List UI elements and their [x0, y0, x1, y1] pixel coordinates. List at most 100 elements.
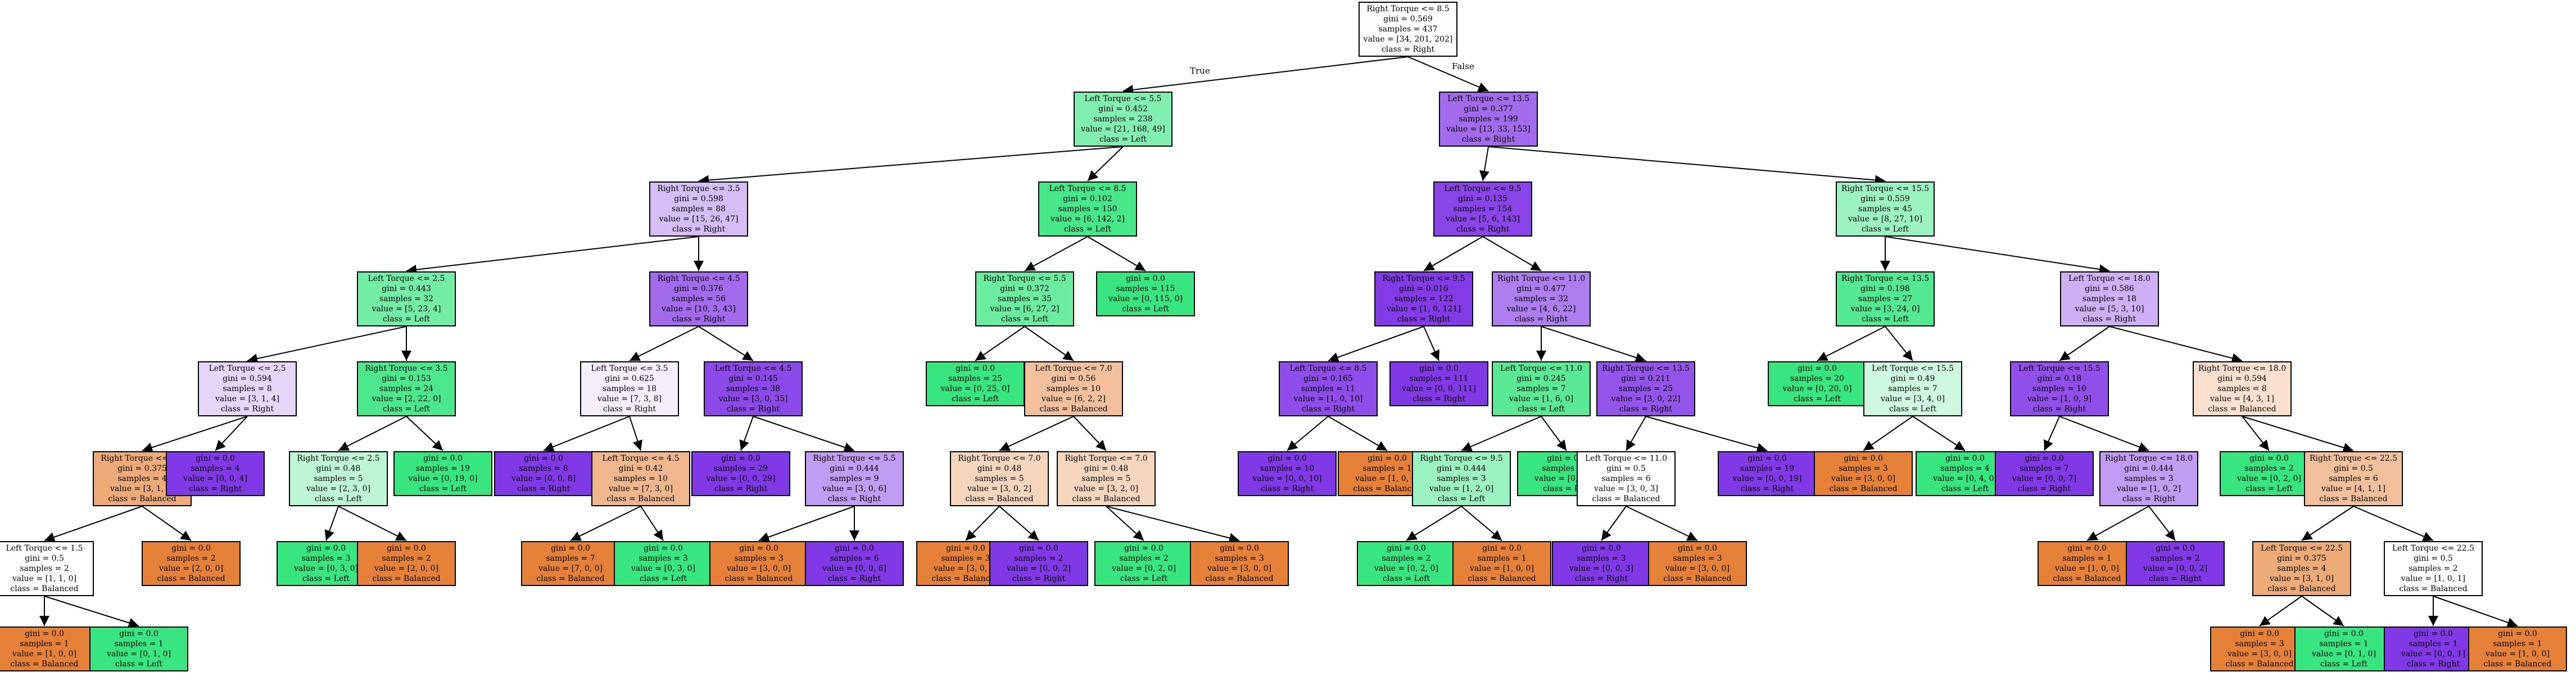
node-value-text: value = [0, 0, 10]: [1252, 474, 1322, 483]
node-value-text: value = [1, 0, 9]: [2027, 394, 2092, 403]
node-rule-text: Right Torque <= 13.5: [1841, 274, 1930, 283]
tree-edge: [999, 416, 1074, 451]
node-gini-text: gini = 0.0: [2324, 629, 2364, 638]
tree-edge: [2059, 326, 2110, 361]
node-samples-text: samples = 4: [117, 474, 167, 483]
node-samples-text: samples = 8: [223, 384, 272, 393]
tree-edge: [2148, 506, 2176, 541]
node-samples-text: samples = 27: [1858, 294, 1913, 303]
node-cls-text: class = Right: [2017, 484, 2071, 493]
node-value-text: value = [0, 3, 0]: [293, 564, 359, 573]
node-samples-text: samples = 1: [2319, 639, 2369, 648]
node-cls-text: class = Balanced: [2225, 660, 2294, 669]
node-samples-text: samples = 8: [519, 464, 568, 473]
node-cls-text: class = Right: [220, 405, 274, 414]
node-cls-text: class = Left: [639, 574, 687, 583]
node-rule-text: Right Torque <= 7.0: [1065, 454, 1148, 463]
node-rule-text: Left Torque <= 22.5: [2260, 544, 2343, 553]
node-samples-text: samples = 45: [1858, 205, 1913, 214]
node-samples-text: samples = 4: [191, 464, 240, 473]
node-rule-text: Right Torque <= 1.5: [101, 454, 184, 463]
node-samples-text: samples = 18: [2082, 294, 2137, 303]
node-gini-text: gini = 0.443: [382, 284, 431, 293]
edge-label-false: False: [1452, 61, 1474, 71]
node-cls-text: class = Left: [1793, 394, 1841, 403]
node-gini-text: gini = 0.0: [2156, 544, 2195, 553]
node-cls-text: class = Balanced: [931, 574, 1000, 583]
node-gini-text: gini = 0.0: [1798, 364, 1837, 373]
tree-edge: [1024, 326, 1074, 361]
node-cls-text: class = Left: [1000, 315, 1049, 324]
node-samples-text: samples = 35: [997, 294, 1052, 303]
node-value-text: value = [5, 3, 10]: [2075, 305, 2144, 314]
node-gini-text: gini = 0.0: [1419, 364, 1459, 373]
node-samples-text: samples = 3: [639, 554, 688, 563]
node-cls-text: class = Right: [1456, 225, 1510, 234]
node-rule-text: Left Torque <= 15.5: [1871, 364, 1954, 373]
node-rule-text: Right Torque <= 9.5: [1382, 274, 1465, 283]
tree-edge: [1461, 506, 1502, 541]
node-samples-text: samples = 10: [613, 474, 668, 483]
node-value-text: value = [3, 2, 0]: [1074, 484, 1139, 493]
node-cls-text: class = Balanced: [725, 574, 793, 583]
node-cls-text: class = Right: [1574, 574, 1628, 583]
node-samples-text: samples = 19: [415, 464, 470, 473]
node-gini-text: gini = 0.48: [977, 464, 1022, 473]
node-gini-text: gini = 0.0: [119, 629, 159, 638]
node-cls-text: class = Left: [1437, 494, 1486, 503]
node-value-text: value = [2, 22, 0]: [372, 394, 441, 403]
node-samples-text: samples = 25: [1618, 384, 1673, 393]
node-cls-text: class = Left: [115, 660, 163, 669]
node-rule-text: Left Torque <= 2.5: [368, 274, 445, 283]
node-cls-text: class = Balanced: [1072, 494, 1140, 503]
node-value-text: value = [3, 0, 0]: [1207, 564, 1272, 573]
node-value-text: value = [3, 1, 0]: [110, 484, 175, 493]
node-cls-text: class = Left: [1861, 225, 1909, 234]
node-cls-text: class = Right: [1260, 484, 1314, 493]
node-cls-text: class = Balanced: [536, 574, 605, 583]
node-value-text: value = [3, 0, 0]: [1665, 564, 1730, 573]
node-value-text: value = [7, 0, 0]: [538, 564, 603, 573]
node-value-text: value = [0, 0, 19]: [1732, 474, 1802, 483]
node-value-text: value = [4, 6, 22]: [1506, 305, 1576, 314]
node-samples-text: samples = 7: [2020, 464, 2069, 473]
node-value-text: value = [0, 19, 0]: [408, 474, 478, 483]
node-value-text: value = [6, 27, 2]: [990, 305, 1060, 314]
tree-edge: [2301, 596, 2344, 626]
node-samples-text: samples = 3: [941, 554, 990, 563]
node-samples-text: samples = 5: [975, 474, 1024, 483]
node-samples-text: samples = 4: [2277, 564, 2326, 573]
node-gini-text: gini = 0.0: [1220, 544, 1259, 553]
node-value-text: value = [3, 0, 35]: [718, 394, 788, 403]
node-value-text: value = [15, 26, 47]: [659, 215, 739, 224]
node-value-text: value = [2, 0, 0]: [374, 564, 439, 573]
node-samples-text: samples = 32: [1514, 294, 1569, 303]
node-value-text: value = [0, 0, 3]: [1569, 564, 1634, 573]
node-cls-text: class = Right: [2032, 405, 2086, 414]
node-samples-text: samples = 2: [2244, 464, 2294, 473]
node-gini-text: gini = 0.0: [306, 544, 346, 553]
node-gini-text: gini = 0.0: [721, 454, 760, 463]
tree-edge: [1817, 326, 1886, 361]
node-samples-text: samples = 5: [1081, 474, 1131, 483]
node-samples-text: samples = 122: [1394, 294, 1454, 303]
node-cls-text: class = Left: [2245, 484, 2293, 493]
tree-edge: [965, 506, 1000, 541]
node-rule-text: Right Torque <= 18.0: [2198, 364, 2287, 373]
node-value-text: value = [1, 0, 0]: [2054, 564, 2120, 573]
node-rule-text: Right Torque <= 2.5: [297, 454, 380, 463]
node-gini-text: gini = 0.444: [1437, 464, 1486, 473]
node-value-text: value = [3, 0, 22]: [1611, 394, 1681, 403]
